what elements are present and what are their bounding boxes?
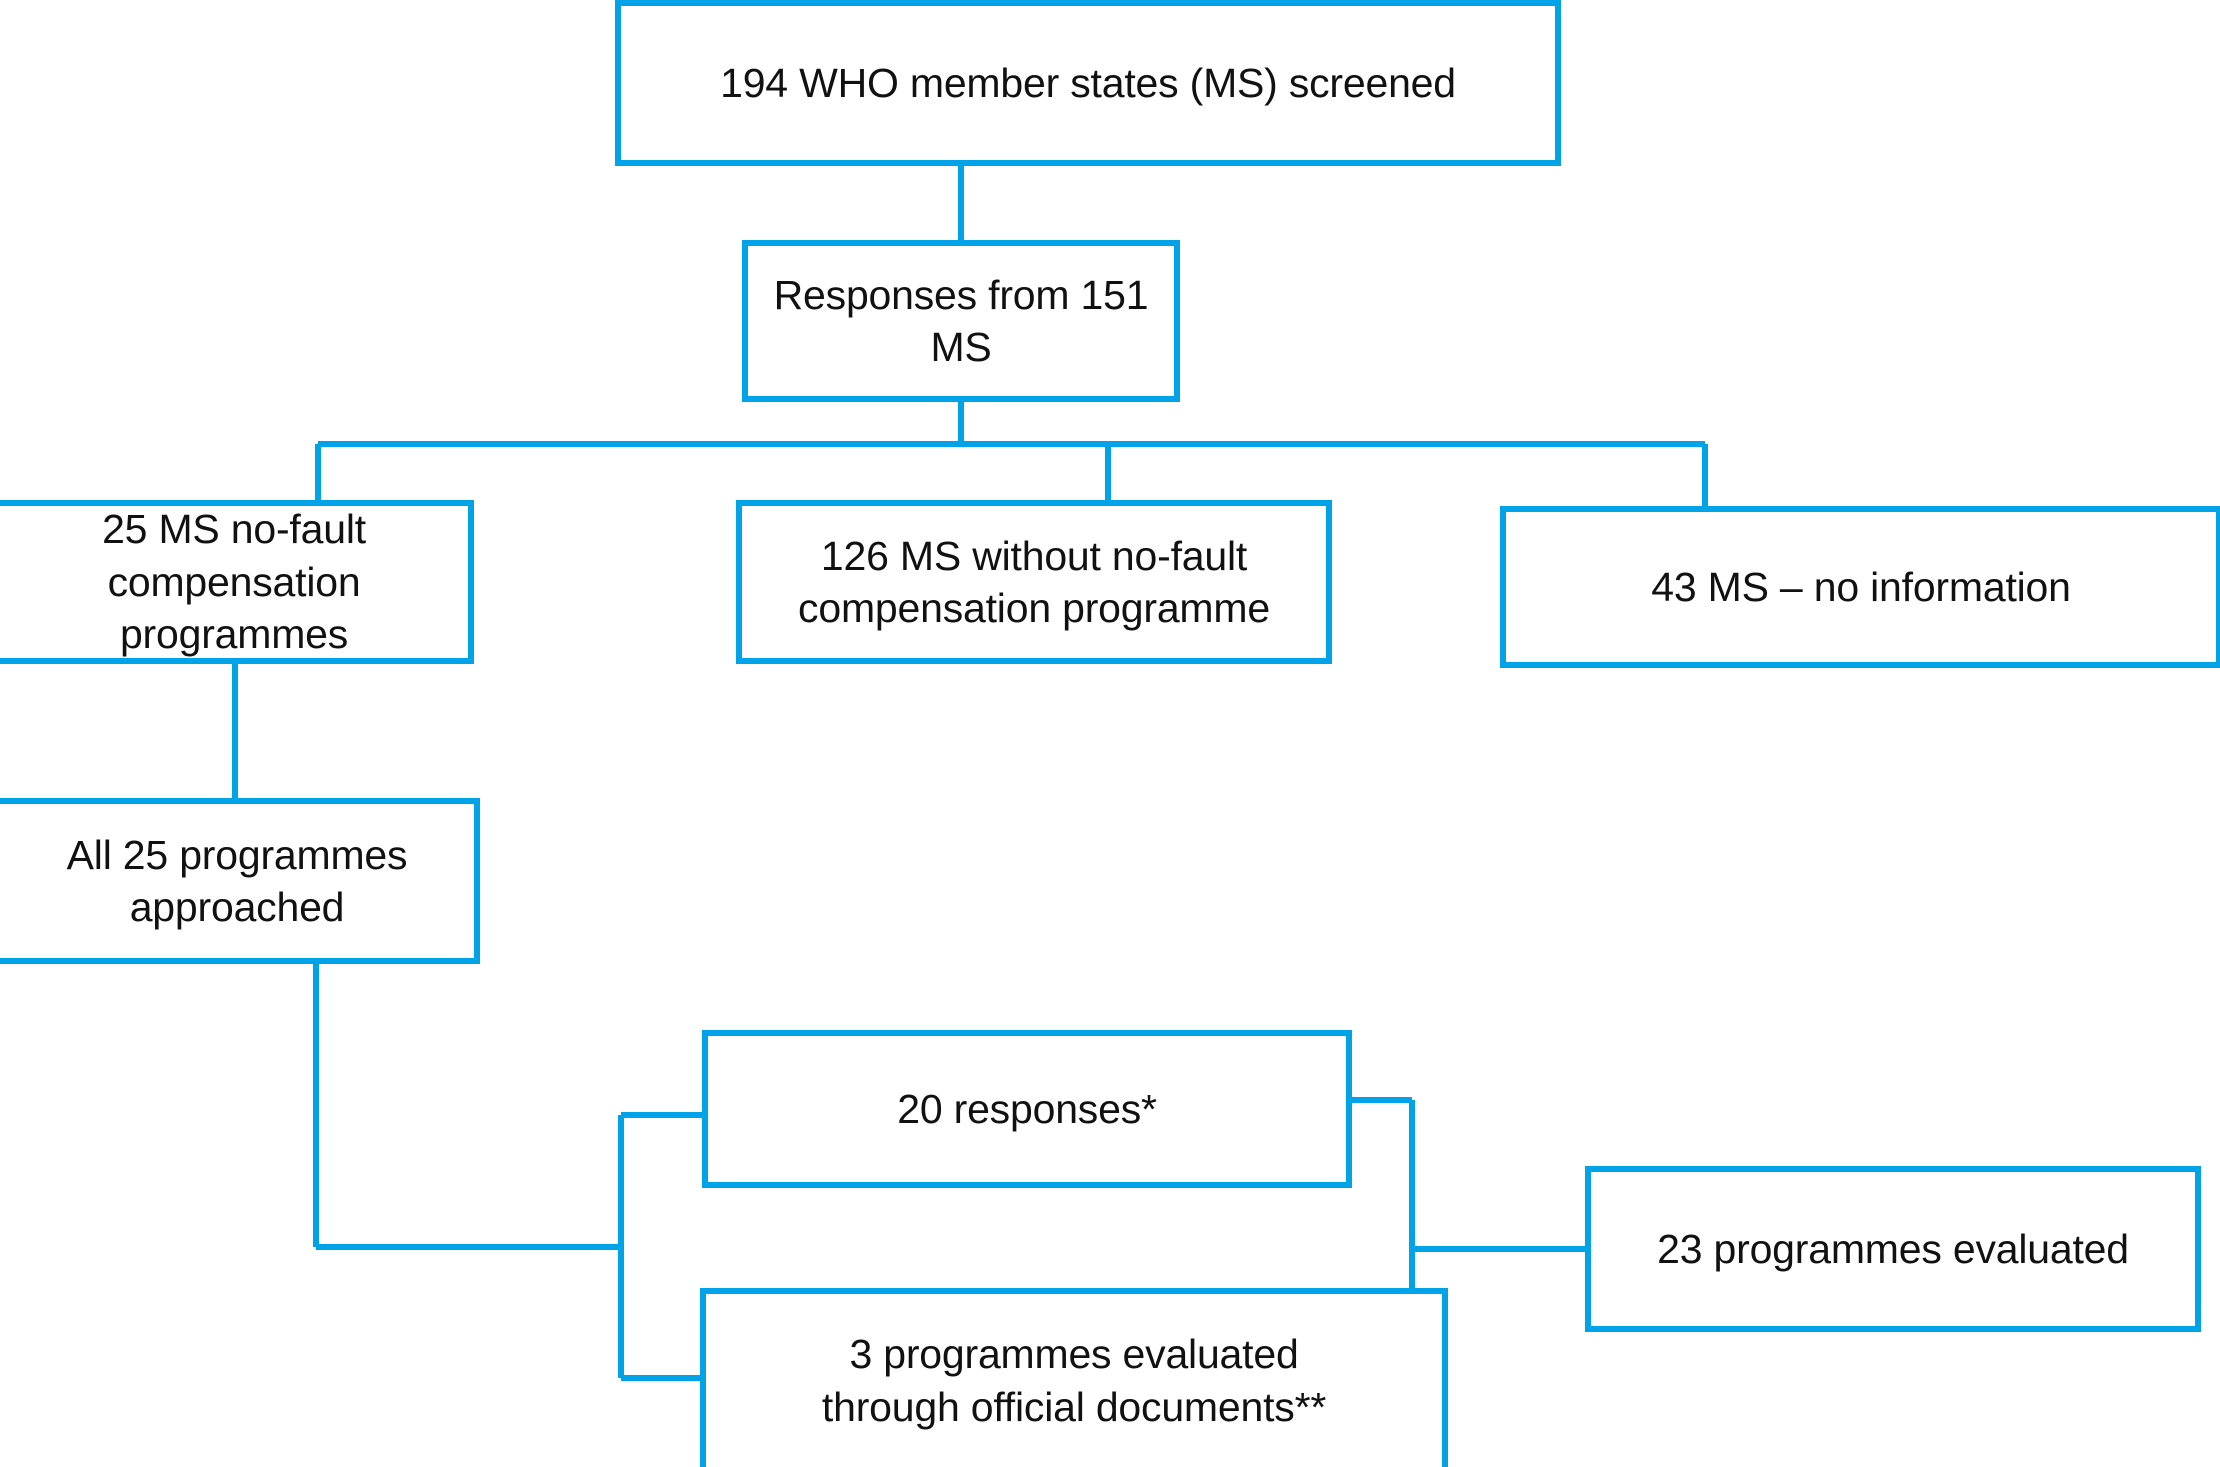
node-responses-received: 20 responses* <box>702 1030 1352 1188</box>
node-no-fault-programmes-label: 25 MS no-fault compensation programmes <box>102 506 366 658</box>
node-programmes-evaluated-label: 23 programmes evaluated <box>1657 1225 2129 1272</box>
node-screened-label: 194 WHO member states (MS) screened <box>720 59 1456 106</box>
node-official-documents-label: 3 programmes evaluated through official … <box>821 1331 1327 1430</box>
node-responses-label: Responses from 151 MS <box>773 271 1149 370</box>
node-responses: Responses from 151 MS <box>742 240 1180 402</box>
node-no-fault-programmes: 25 MS no-fault compensation programmes <box>0 500 474 664</box>
node-programmes-approached: All 25 programmes approached <box>0 798 480 964</box>
node-no-information: 43 MS – no information <box>1500 506 2220 668</box>
node-official-documents: 3 programmes evaluated through official … <box>700 1288 1448 1467</box>
node-without-programme: 126 MS without no-fault compensation pro… <box>736 500 1332 664</box>
node-without-programme-label: 126 MS without no-fault compensation pro… <box>798 532 1270 631</box>
node-no-information-label: 43 MS – no information <box>1651 563 2071 610</box>
node-programmes-approached-label: All 25 programmes approached <box>66 831 408 930</box>
node-responses-received-label: 20 responses* <box>897 1085 1157 1132</box>
node-screened: 194 WHO member states (MS) screened <box>615 0 1561 166</box>
node-programmes-evaluated: 23 programmes evaluated <box>1585 1166 2201 1332</box>
